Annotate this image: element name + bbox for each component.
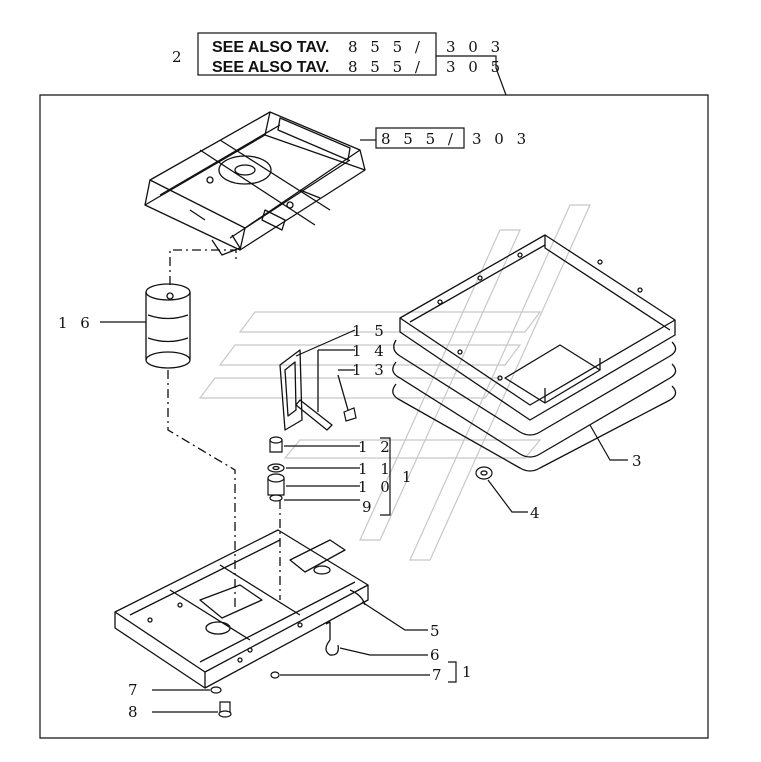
callout-10: 1 0 bbox=[358, 478, 394, 496]
top-assembly-ref-box bbox=[375, 127, 465, 149]
callout-13: 1 3 bbox=[352, 361, 388, 379]
diagram-frame bbox=[39, 94, 709, 739]
header-ref-page-1: 3 0 3 bbox=[446, 38, 504, 56]
hook-part bbox=[325, 621, 339, 656]
callout-4: 4 bbox=[530, 504, 544, 522]
fastener-stack bbox=[267, 436, 285, 502]
top-assembly-ref-page: 3 0 3 bbox=[472, 130, 530, 148]
bellows-cover-part bbox=[392, 234, 677, 472]
callout-7-left: 7 bbox=[128, 681, 142, 699]
callout-11: 1 1 bbox=[358, 460, 394, 478]
callout-15: 1 5 bbox=[352, 322, 388, 340]
suspension-frame-part bbox=[144, 111, 366, 256]
callout-14: 1 4 bbox=[352, 342, 388, 360]
callout-bracket-lower: 1 bbox=[462, 663, 476, 681]
screw-8-part bbox=[218, 701, 232, 718]
callout-6: 6 bbox=[430, 646, 444, 664]
callout-7-right: 7 bbox=[432, 666, 446, 684]
callout-3: 3 bbox=[632, 452, 646, 470]
grommet-part bbox=[475, 466, 493, 480]
header-ref-box bbox=[197, 32, 437, 76]
header-ref-number: 2 bbox=[172, 48, 186, 66]
nut-7-left-part bbox=[210, 686, 222, 694]
nut-7-part bbox=[270, 671, 280, 679]
top-assembly-ref-group: 8 5 5 / bbox=[381, 130, 457, 148]
bolt-13-part bbox=[337, 374, 357, 422]
callout-bracket-main: 1 bbox=[402, 468, 416, 486]
header-ref-group-2: 8 5 5 / bbox=[348, 58, 424, 76]
header-ref-page-2: 3 0 5 bbox=[446, 58, 504, 76]
air-spring-part bbox=[145, 283, 191, 369]
header-ref-group-1: 8 5 5 / bbox=[348, 38, 424, 56]
callout-5: 5 bbox=[430, 622, 444, 640]
header-ref-label-1: SEE ALSO TAV. bbox=[212, 39, 329, 56]
seat-frame-part bbox=[114, 529, 369, 689]
callout-9: 9 bbox=[362, 498, 376, 516]
rod-part bbox=[295, 350, 333, 431]
callout-8: 8 bbox=[128, 703, 142, 721]
handle-part bbox=[279, 349, 303, 431]
header-ref-label-2: SEE ALSO TAV. bbox=[212, 59, 329, 76]
header-references: 2 SEE ALSO TAV. 8 5 5 / 3 0 3 SEE ALSO T… bbox=[172, 32, 507, 96]
callout-12: 1 2 bbox=[358, 438, 394, 456]
watermark-logo bbox=[198, 204, 591, 561]
callout-16: 1 6 bbox=[58, 314, 94, 332]
